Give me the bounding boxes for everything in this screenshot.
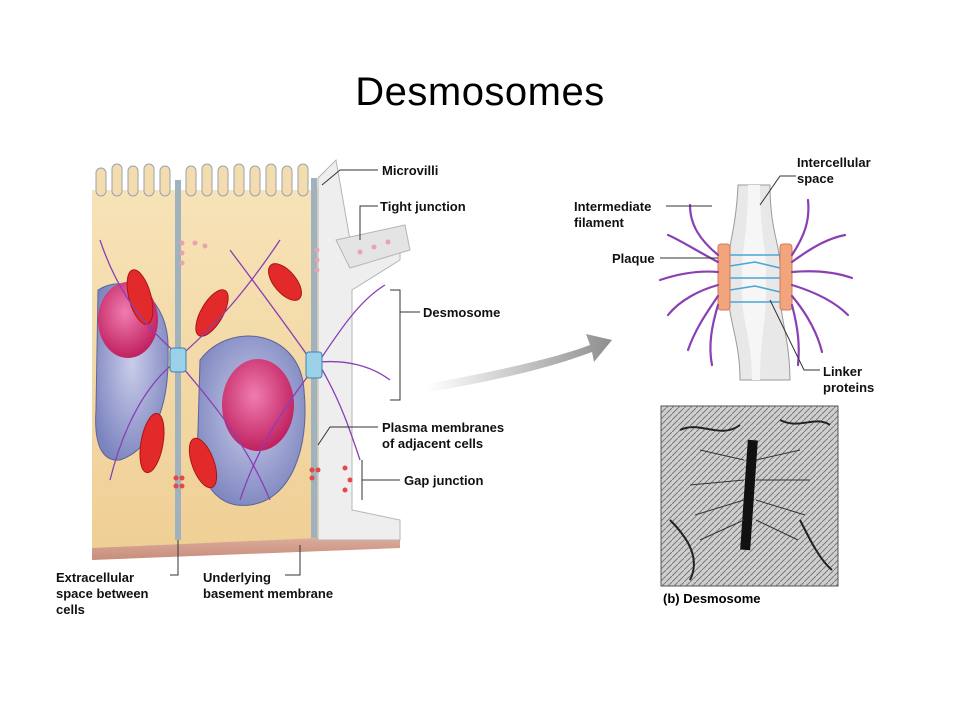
- gap-junction-dots: [173, 465, 353, 493]
- epithelial-cells-illustration: Microvilli Tight junction Desmosome Plas…: [56, 158, 504, 617]
- label-intercellular-1: Intercellular: [797, 155, 871, 170]
- curved-arrow-icon: [428, 334, 612, 392]
- label-underlying-2: basement membrane: [203, 586, 333, 601]
- label-intercellular-2: space: [797, 171, 834, 186]
- label-plasma-membranes-2: of adjacent cells: [382, 436, 483, 451]
- label-intermediate-1: Intermediate: [574, 199, 651, 214]
- membrane-gap: [742, 185, 766, 380]
- electron-micrograph: (b) Desmosome: [660, 405, 839, 606]
- leader-lines-b: [660, 175, 820, 371]
- label-desmosome: Desmosome: [423, 305, 500, 320]
- label-plaque: Plaque: [612, 251, 655, 266]
- label-linker-1: Linker: [823, 364, 862, 379]
- nucleolus-center: [222, 359, 294, 451]
- desmosome-structures: [169, 347, 323, 379]
- label-plasma-membranes-1: Plasma membranes: [382, 420, 504, 435]
- leader-lines-a: [170, 169, 420, 576]
- label-intermediate-2: filament: [574, 215, 625, 230]
- desmosome-detail-illustration: Intercellular space Intermediate filamen…: [574, 155, 874, 395]
- micrograph-texture: [669, 419, 833, 581]
- label-extracellular-2: space between: [56, 586, 149, 601]
- micrograph-filaments: [689, 449, 810, 541]
- intermediate-filaments-detail: [658, 198, 854, 367]
- label-tight-junction: Tight junction: [380, 199, 466, 214]
- intermediate-filaments: [99, 239, 391, 501]
- label-gap-junction: Gap junction: [404, 473, 484, 488]
- tight-junction-dots: [179, 239, 391, 273]
- slide-title: Desmosomes: [355, 70, 605, 114]
- mitochondria: [126, 263, 302, 489]
- label-underlying-1: Underlying: [203, 570, 271, 585]
- micrograph-plaque: [740, 439, 758, 551]
- label-microvilli: Microvilli: [382, 163, 438, 178]
- cutaway-cell: [317, 158, 401, 541]
- linker-proteins: [729, 254, 781, 303]
- label-extracellular-1: Extracellular: [56, 570, 134, 585]
- label-linker-2: proteins: [823, 380, 874, 395]
- plaque-left: [717, 243, 731, 311]
- plaque-right: [779, 243, 793, 311]
- micrograph-caption: (b) Desmosome: [663, 591, 761, 606]
- label-extracellular-3: cells: [56, 602, 85, 617]
- microvilli: [95, 163, 309, 197]
